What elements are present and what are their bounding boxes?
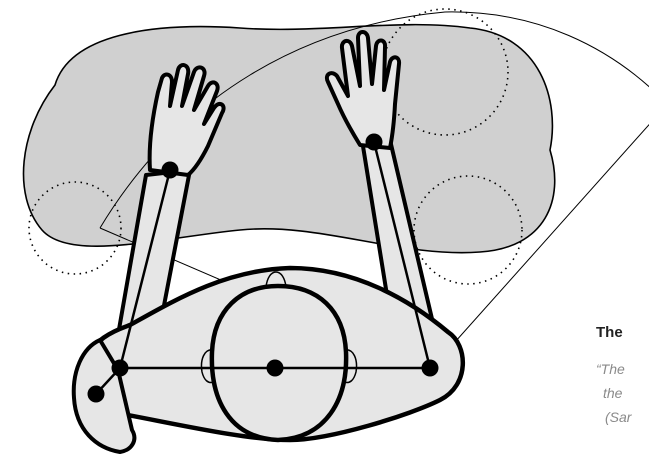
desk-surface <box>23 25 554 253</box>
left-elbow-joint <box>88 386 105 403</box>
caption-title: The <box>596 324 623 341</box>
head-center-joint <box>267 360 284 377</box>
left-shoulder-joint <box>112 360 129 377</box>
caption-quote-line-1: “The <box>596 361 625 377</box>
caption-quote-line-2: the <box>603 385 622 401</box>
right-shoulder-joint <box>422 360 439 377</box>
caption-quote-line-3: (Sar <box>605 409 631 425</box>
left-hand-joint <box>162 162 179 179</box>
right-hand-joint <box>366 134 383 151</box>
